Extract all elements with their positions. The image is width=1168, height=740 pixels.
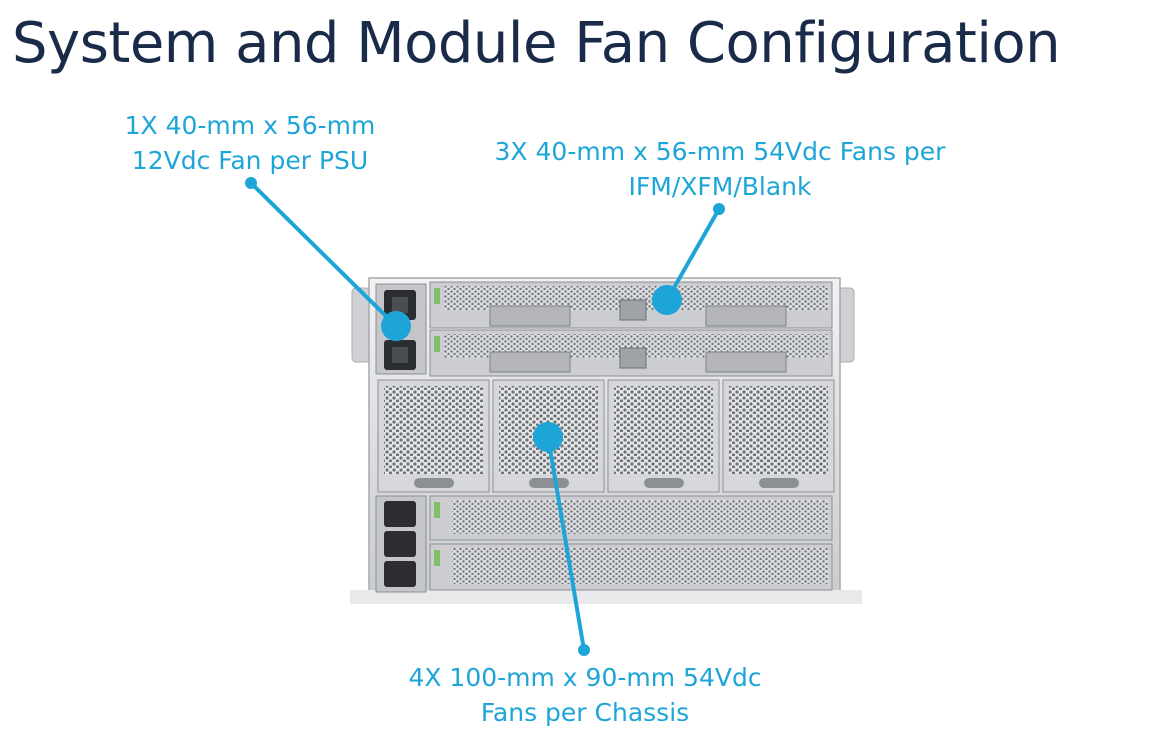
ifm-fan-leader <box>652 203 725 315</box>
ifm-fan-marker <box>652 285 682 315</box>
chassis-fan-marker <box>533 422 563 452</box>
psu-fan-callout-line1: 1X 40-mm x 56-mm <box>124 111 376 140</box>
psu-fan-callout: 1X 40-mm x 56-mm 12Vdc Fan per PSU <box>100 108 400 178</box>
chassis-fan-callout-line2: Fans per Chassis <box>480 698 690 727</box>
chassis-fan-1 <box>377 379 490 493</box>
chassis-fan-4 <box>722 379 835 493</box>
chassis-fan-3 <box>607 379 720 493</box>
psu-fan-callout-line2: 12Vdc Fan per PSU <box>131 146 369 175</box>
ifm-fan-anchor-dot <box>713 203 725 215</box>
psu-bottom <box>375 495 427 593</box>
ifm-fan-callout: 3X 40-mm x 56-mm 54Vdc Fans per IFM/XFM/… <box>460 134 980 204</box>
ifm-fan-callout-line2: IFM/XFM/Blank <box>628 172 812 201</box>
ifm-module-2 <box>429 329 833 377</box>
chassis-fan-callout: 4X 100-mm x 90-mm 54Vdc Fans per Chassis <box>370 660 800 730</box>
chassis-fan-callout-line1: 4X 100-mm x 90-mm 54Vdc <box>408 663 762 692</box>
ifm-module-1 <box>429 281 833 329</box>
page-title: System and Module Fan Configuration <box>12 11 1061 76</box>
blade-module-1 <box>429 495 833 541</box>
psu-fan-marker <box>381 311 411 341</box>
chassis-fan-anchor-dot <box>578 644 590 656</box>
psu-fan-anchor-dot <box>245 177 257 189</box>
ifm-fan-callout-line1: 3X 40-mm x 56-mm 54Vdc Fans per <box>494 137 946 166</box>
chassis-fan-leader <box>533 422 590 656</box>
psu-fan-leader <box>245 177 411 341</box>
blade-module-2 <box>429 543 833 591</box>
